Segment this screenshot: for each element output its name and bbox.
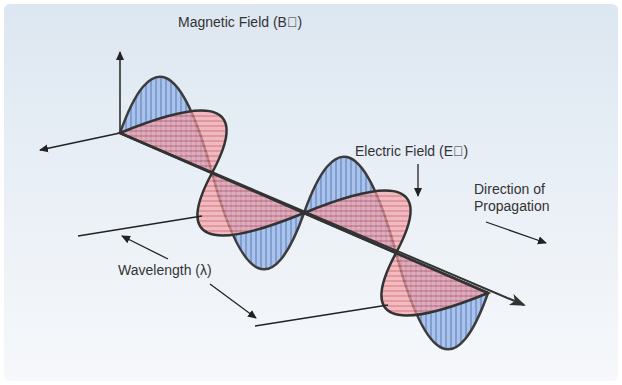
- wavelength-marker: [255, 305, 388, 326]
- electric-field-wave: [120, 111, 488, 316]
- field-label: Magnetic Field (B⃗): [178, 14, 302, 31]
- background-panel: [4, 4, 618, 381]
- field-label: Electric Field (E⃗): [355, 143, 468, 160]
- direction-label: Direction of Propagation: [474, 181, 594, 215]
- leader-arrow: [417, 164, 418, 196]
- wavelength-marker: [78, 216, 202, 236]
- leader-arrow: [122, 236, 168, 259]
- vertical-axis: [119, 52, 121, 133]
- leader-arrow: [486, 222, 546, 243]
- leader-arrow: [210, 284, 256, 318]
- magnetic-field-wave: [120, 77, 488, 350]
- wavelength-label: Wavelength (λ): [118, 262, 212, 279]
- horizontal-axis: [40, 133, 120, 150]
